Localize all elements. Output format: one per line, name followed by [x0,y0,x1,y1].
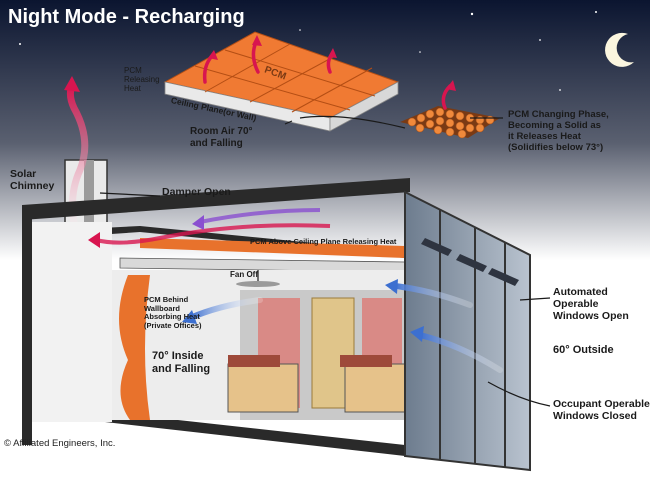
moon-icon [605,32,634,67]
interior-office [112,270,407,420]
label-room-air: Room Air 70° and Falling [190,126,253,149]
label-damper-open: Damper Open [162,186,231,198]
plenum-cool-arrowhead [192,215,204,230]
chimney-arrowhead [64,76,80,92]
label-fan-off: Fan Off [230,270,258,279]
label-pcm-above-ceiling: PCM Above Ceiling Plane Releasing Heat [250,237,397,246]
label-pcm-behind-wallboard: PCM Behind Wallboard Absorbing Heat (Pri… [144,295,202,330]
label-inside-temp: 70° Inside and Falling [152,350,211,375]
label-solar-chimney: Solar Chimney [10,168,55,193]
cool-air-arrows [187,283,503,373]
facade-glass [404,190,531,472]
plenum-arrowhead [88,232,100,248]
window-leader-lines [99,192,551,407]
plenum-cool-arrow [199,208,321,224]
fan-icon [236,270,280,287]
building-structure [22,178,410,456]
pcm-ceiling-strip [140,238,405,258]
copyright-credit: © Affiliated Engineers, Inc. [4,438,116,449]
label-automated-windows: Automated Operable Windows Open [553,286,629,323]
star-icon [19,11,597,91]
operable-windows [421,238,519,286]
left-wall [32,222,112,422]
page-title: Night Mode - Recharging [8,6,245,28]
plenum-air-arrow [95,223,331,245]
label-occupant-windows: Occupant Operable Windows Closed [553,398,650,423]
pcm-wallboard [119,275,150,420]
leader-lines [284,115,503,129]
arrowheads-cool [182,279,424,342]
label-outside-temp: 60° Outside [553,344,614,356]
label-pcm-releasing-heat: PCM Releasing Heat [124,66,160,94]
arrowheads-warm [208,35,456,91]
label-pcm-changing-phase: PCM Changing Phase, Becoming a Solid as … [508,109,609,153]
pcm-ceiling-panel [163,31,400,132]
